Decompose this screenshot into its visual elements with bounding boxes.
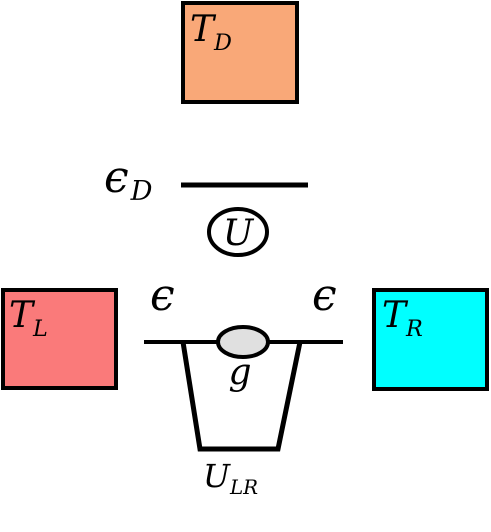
reservoir-right-label: TR: [382, 295, 423, 342]
detector-level-label: ϵD: [104, 152, 153, 207]
reservoir-left: [1, 288, 118, 390]
detector-coupling-circle: [207, 207, 269, 257]
lr-coupling-bucket: [180, 341, 303, 452]
detector-coupling-label: U: [223, 213, 255, 254]
tunneling-oval: [216, 325, 270, 359]
reservoir-detector-label: TD: [190, 9, 232, 56]
tunneling-label: g: [228, 352, 251, 393]
lr-coupling-label: ULR: [203, 457, 258, 499]
left-level-label: ϵ: [150, 270, 175, 321]
reservoir-left-label: TL: [9, 295, 48, 342]
right-level-label: ϵ: [312, 270, 337, 321]
reservoir-detector: [181, 1, 299, 104]
reservoir-right: [372, 288, 489, 391]
